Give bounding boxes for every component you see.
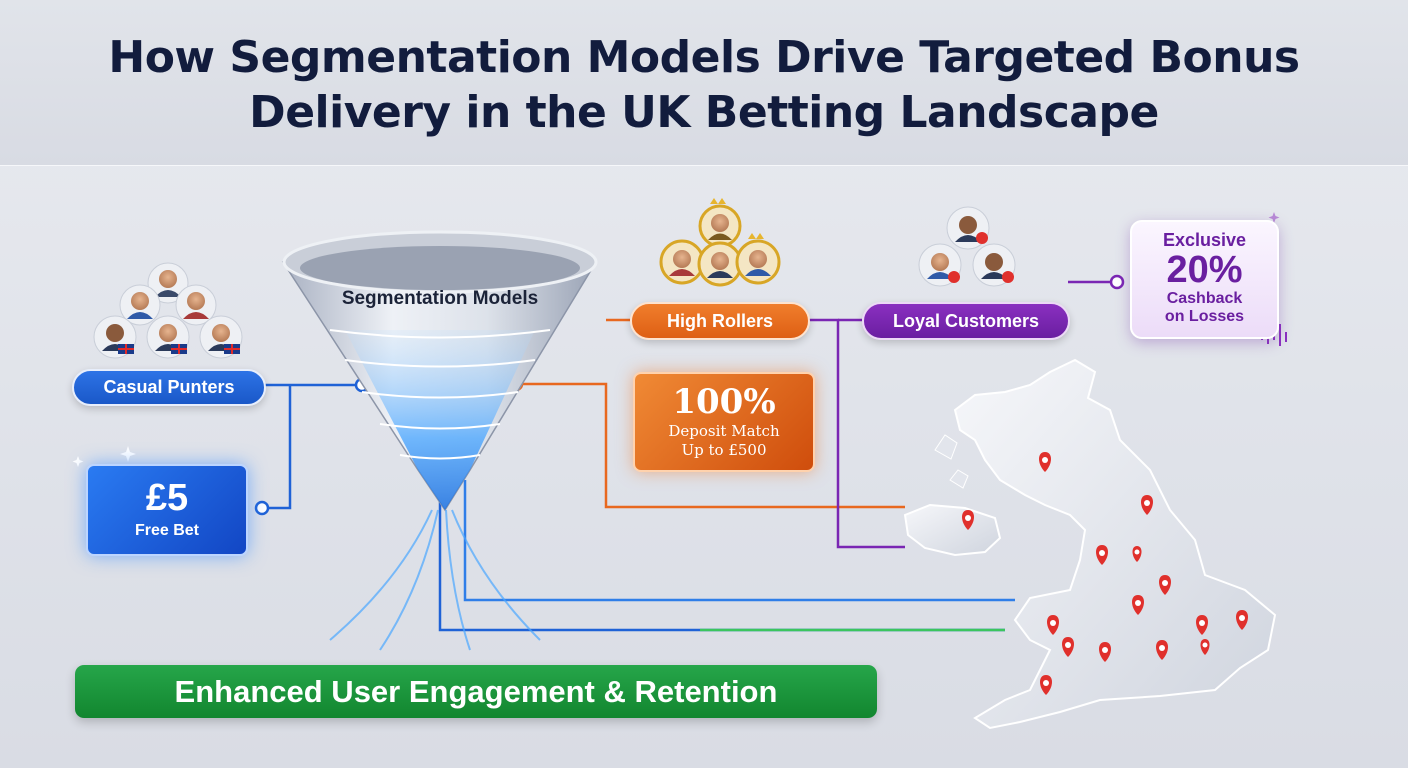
funnel-label: Segmentation Models (341, 288, 539, 309)
offer-deposit-match-card[interactable]: 100% Deposit Match Up to £500 (633, 372, 815, 472)
offer-cashback-card[interactable]: Exclusive 20% Cashback on Losses (1130, 220, 1279, 339)
outcome-banner: Enhanced User Engagement & Retention (75, 665, 877, 718)
casual-punters-user-group-icon (93, 262, 243, 359)
deposit-match-amount: 100% (672, 382, 776, 422)
deposit-match-line-1: Deposit Match (668, 422, 780, 440)
uk-map-icon (903, 358, 1277, 730)
deposit-match-line-2: Up to £500 (681, 441, 767, 459)
segmentation-funnel-icon (281, 230, 598, 651)
segment-casual-punters[interactable]: Casual Punters (72, 369, 266, 406)
title-line-2: Delivery in the UK Betting Landscape (249, 87, 1159, 138)
loyal-customers-heart-badge-icon (918, 206, 1016, 287)
free-bet-amount: £5 (145, 477, 189, 519)
title-line-1: How Segmentation Models Drive Targeted B… (108, 32, 1300, 83)
page-title: How Segmentation Models Drive Targeted B… (0, 30, 1408, 140)
cashback-line-2: Cashback (1166, 290, 1243, 307)
map-pins (962, 452, 1248, 695)
sparkle-icon (72, 212, 1280, 467)
cashback-line-1: Exclusive (1162, 230, 1247, 250)
cashback-amount: 20% (1166, 249, 1243, 291)
offer-free-bet-card[interactable]: £5 Free Bet (86, 464, 248, 556)
segment-high-rollers[interactable]: High Rollers (630, 302, 810, 340)
segment-loyal-customers[interactable]: Loyal Customers (862, 302, 1070, 340)
cashback-line-3: on Losses (1164, 308, 1245, 325)
high-rollers-crown-icon (659, 198, 781, 287)
header-band (0, 0, 1408, 166)
free-bet-text: Free Bet (134, 522, 200, 539)
